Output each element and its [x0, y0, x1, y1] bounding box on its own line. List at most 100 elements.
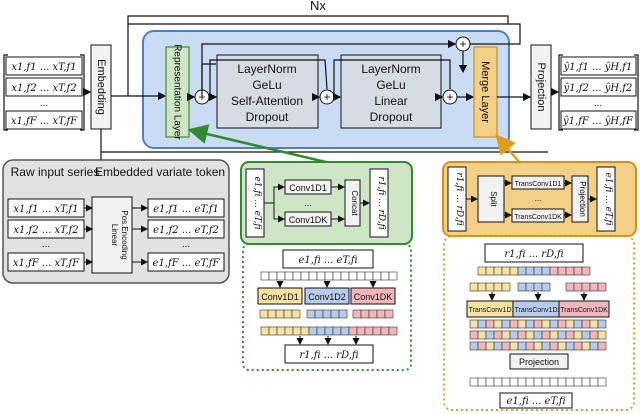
trans-output-cell — [557, 319, 567, 329]
embed-left-row-F: x1,fF ... xT,fF — [13, 258, 80, 269]
merge-detail-arrow — [495, 134, 521, 164]
concat-cell — [260, 326, 270, 336]
trans-output-cell — [565, 330, 575, 340]
trans-output-cell — [533, 330, 543, 340]
raw-input-label: Raw input series — [11, 165, 100, 179]
trans-output-cell — [477, 341, 487, 351]
concat-cell — [284, 326, 294, 336]
token-cell — [332, 271, 342, 281]
conv-output-cell — [352, 309, 362, 319]
residual-add-3: + — [442, 89, 458, 105]
embed-right-ellipsis: ... — [182, 239, 190, 250]
trans-output-cell — [597, 319, 607, 329]
projected-cell — [589, 377, 599, 387]
rep-exp-conv-K: Conv1DK — [354, 292, 393, 302]
concat-cell — [324, 326, 334, 336]
embed-center-line-2: Pos.Encoding — [120, 210, 129, 259]
projected-cell — [501, 377, 511, 387]
token-cell — [324, 271, 334, 281]
output-row-2: ŷ1,f2 ... ŷH,f2 — [563, 83, 633, 94]
token-cell — [573, 266, 583, 276]
conv-output-cell — [338, 309, 348, 319]
concat-cell — [340, 326, 350, 336]
token-cell — [581, 266, 591, 276]
trans-output-cell — [557, 330, 567, 340]
input-row-F: x1,fF ... xT,fF — [11, 116, 78, 127]
trans-output-cell — [501, 330, 511, 340]
trans-output-cell — [573, 319, 583, 329]
projected-cell — [469, 377, 479, 387]
split-cell — [589, 282, 599, 292]
projected-cell — [549, 377, 559, 387]
block2-line-4: Dropout — [370, 110, 413, 124]
projected-cell — [565, 377, 575, 387]
trans-output-cell — [581, 319, 591, 329]
trans-output-cell — [517, 330, 527, 340]
merge-expanded-panel: r1,fi ... rD,fi TransConv1D1 TransConv1D… — [443, 235, 635, 411]
concat-cell — [332, 326, 342, 336]
split-cell — [533, 282, 543, 292]
block2-line-3: Linear — [374, 94, 407, 108]
concat-cell — [372, 326, 382, 336]
token-cell — [308, 271, 318, 281]
conv-output-cell — [330, 309, 340, 319]
trans-output-cell — [589, 330, 599, 340]
output-series-group: ŷ1,f1 ... ŷH,f1 ŷ1,f2 ... ŷH,f2 ... ŷ1,f… — [558, 54, 639, 131]
token-cell — [356, 271, 366, 281]
projected-cell — [597, 377, 607, 387]
trans-output-cell — [477, 330, 487, 340]
token-cell — [517, 266, 527, 276]
token-cell — [348, 271, 358, 281]
rep-expanded-top: e1,fi ... eT,fi — [299, 255, 358, 266]
input-row-2: x1,f2 ... xT,f2 — [11, 83, 76, 94]
token-cell — [477, 266, 487, 276]
trans-output-cell — [469, 330, 479, 340]
concat-cell — [380, 326, 390, 336]
concat-cell — [308, 326, 318, 336]
concat-cell — [364, 326, 374, 336]
token-cell — [300, 271, 310, 281]
conv-output-cell — [306, 309, 316, 319]
block1-line-4: Dropout — [246, 110, 289, 124]
conv-output-cell — [384, 309, 394, 319]
token-cell — [316, 271, 326, 281]
embedding-detail-panel: Raw input series Embedded variate token … — [2, 159, 230, 284]
conv-output-cell — [314, 309, 324, 319]
trans-output-cell — [549, 341, 559, 351]
merge-input-token: r1,fi ... rD,fi — [454, 172, 464, 225]
token-cell — [276, 271, 286, 281]
conv-output-cell — [291, 309, 301, 319]
output-row-1: ŷ1,f1 ... ŷH,f1 — [563, 62, 633, 73]
rep-conv-1: Conv1D1 — [289, 183, 327, 193]
trans-output-cell — [533, 319, 543, 329]
trans-output-cell — [477, 319, 487, 329]
embedded-label: Embedded variate token — [95, 165, 225, 179]
token-cell — [260, 271, 270, 281]
conv-output-cell — [368, 309, 378, 319]
merge-trans-1: TransConv1D1 — [515, 181, 562, 188]
projected-cell — [525, 377, 535, 387]
concat-cell — [316, 326, 326, 336]
conv-output-cell — [322, 309, 332, 319]
conv-output-cell — [275, 309, 285, 319]
rep-conv-K: Conv1DK — [289, 215, 328, 225]
projected-cell — [517, 377, 527, 387]
concat-cell — [300, 326, 310, 336]
merge-exp-projection: Projection — [519, 357, 559, 367]
token-cell — [525, 266, 535, 276]
linear-block: LayerNorm GeLu Linear Dropout — [340, 54, 442, 129]
token-cell — [292, 271, 302, 281]
trans-output-cell — [597, 341, 607, 351]
concat-cell — [348, 326, 358, 336]
embed-left-ellipsis: ... — [42, 239, 50, 250]
embed-left-row-1: x1,f1 ... xT,f1 — [13, 204, 78, 215]
token-cell — [493, 266, 503, 276]
rep-expanded-bottom: r1,fi ... rD,fi — [299, 350, 359, 361]
conv-output-cell — [259, 309, 269, 319]
trans-output-cell — [581, 341, 591, 351]
trans-output-cell — [509, 319, 519, 329]
trans-output-cell — [597, 330, 607, 340]
trans-output-cell — [541, 319, 551, 329]
trans-output-cell — [517, 319, 527, 329]
